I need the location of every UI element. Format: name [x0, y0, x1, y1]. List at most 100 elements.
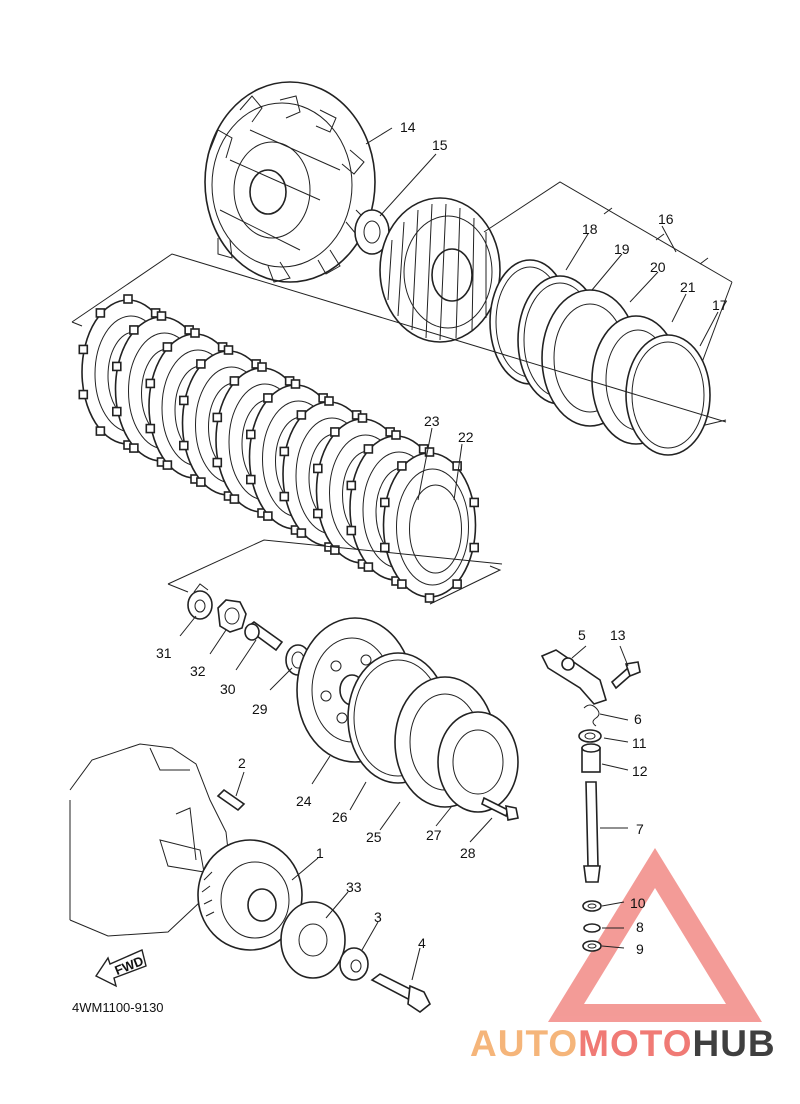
plate-tab [363, 562, 374, 572]
plate-tab [380, 497, 390, 508]
callout-18: 18 [582, 221, 598, 237]
watermark-auto: AUTO [470, 1023, 578, 1064]
plate-tab [129, 325, 139, 335]
plate-tab [391, 430, 401, 440]
bolt-part-13 [610, 661, 641, 690]
push-rod-part-30 [244, 621, 284, 652]
plate-tab [78, 389, 89, 400]
callout-30: 30 [220, 681, 236, 697]
plate-tab [179, 440, 189, 451]
clutch-boss [379, 197, 501, 343]
plate-tab [397, 579, 407, 589]
plate-tab [324, 396, 334, 406]
plate-tab [95, 426, 106, 436]
plate-tab [357, 413, 368, 423]
plate-tab [95, 308, 106, 318]
plate-tab [279, 446, 290, 457]
plate-tab [179, 395, 189, 406]
watermark-moto: MOTO [578, 1023, 692, 1064]
bush-part-12 [581, 743, 601, 773]
plate-tab [78, 344, 89, 355]
callout-9: 9 [636, 941, 644, 957]
plate-tab [263, 393, 273, 403]
key-part-2 [216, 788, 246, 812]
plate-tab [123, 294, 133, 304]
callout-17: 17 [712, 297, 728, 313]
callout-12: 12 [632, 763, 648, 779]
plate-tab [397, 461, 407, 471]
watermark-triangle [548, 848, 762, 1022]
bolt-part-4 [370, 973, 432, 1013]
crankcase-outline [69, 743, 231, 937]
callout-25: 25 [366, 829, 382, 845]
callout-11: 11 [632, 735, 647, 751]
callout-15: 15 [432, 137, 448, 153]
plate-tab [145, 423, 156, 434]
callout-22: 22 [458, 429, 474, 445]
plate-tab [330, 545, 340, 555]
plate-tab [380, 542, 390, 553]
collar-part-10 [582, 900, 602, 912]
plate-tab [246, 429, 256, 440]
plate-tab [145, 378, 156, 389]
push-shaft-part-7 [583, 781, 601, 883]
callout-8: 8 [636, 919, 644, 935]
plate-stack-bracket [71, 253, 727, 605]
part-code: 4WM1100-9130 [72, 1000, 164, 1015]
plate-tab [229, 376, 240, 386]
plate-tab [212, 457, 223, 468]
callout-27: 27 [426, 827, 442, 843]
callout-21: 21 [680, 279, 696, 295]
callout-24: 24 [296, 793, 312, 809]
circlip-part-9 [582, 940, 602, 952]
plate-tab [290, 379, 301, 389]
callout-26: 26 [332, 809, 348, 825]
fwd-arrow-icon: FWD [94, 949, 147, 988]
plate-tab [313, 463, 323, 474]
plate-tab [330, 427, 340, 437]
callout-28: 28 [460, 845, 476, 861]
plate-stack [78, 294, 479, 603]
plate-tab [229, 494, 240, 504]
callout-1: 1 [316, 845, 324, 861]
plate-tab [346, 480, 357, 491]
callout-2: 2 [238, 755, 246, 771]
plate-tab [196, 477, 206, 487]
plate-tab [246, 474, 256, 485]
plate-tab [112, 406, 122, 417]
callout-13: 13 [610, 627, 626, 643]
washer-part-3 [339, 947, 369, 981]
callout-7: 7 [636, 821, 644, 837]
plate-tab [424, 593, 435, 603]
plate-tab [452, 579, 462, 589]
callout-29: 29 [252, 701, 268, 717]
callout-10: 10 [630, 895, 646, 911]
callout-5: 5 [578, 627, 586, 643]
plate-tab [279, 491, 290, 502]
primary-drive-gear-part-1 [197, 839, 303, 951]
callout-16: 16 [658, 211, 674, 227]
plate-tab [112, 361, 122, 372]
small-parts-bracket [167, 539, 503, 593]
plate-tab [263, 511, 273, 521]
plate-tab [212, 412, 223, 423]
callout-20: 20 [650, 259, 666, 275]
leader-lines [179, 127, 719, 981]
plate-tab [162, 342, 173, 352]
plate-tab [162, 460, 173, 470]
push-lever-part-5 [540, 649, 607, 705]
callout-14: 14 [400, 119, 416, 135]
callout-6: 6 [634, 711, 642, 727]
plate-tab [313, 508, 323, 519]
plate-tab [223, 345, 234, 355]
spring-part-6 [583, 704, 600, 727]
callout-19: 19 [614, 241, 630, 257]
callout-31: 31 [156, 645, 172, 661]
plate-tab [296, 410, 307, 420]
plate-tab [190, 328, 200, 338]
callout-4: 4 [418, 935, 426, 951]
plate-tab [296, 528, 307, 538]
plate-tab [469, 542, 479, 553]
callout-32: 32 [190, 663, 206, 679]
